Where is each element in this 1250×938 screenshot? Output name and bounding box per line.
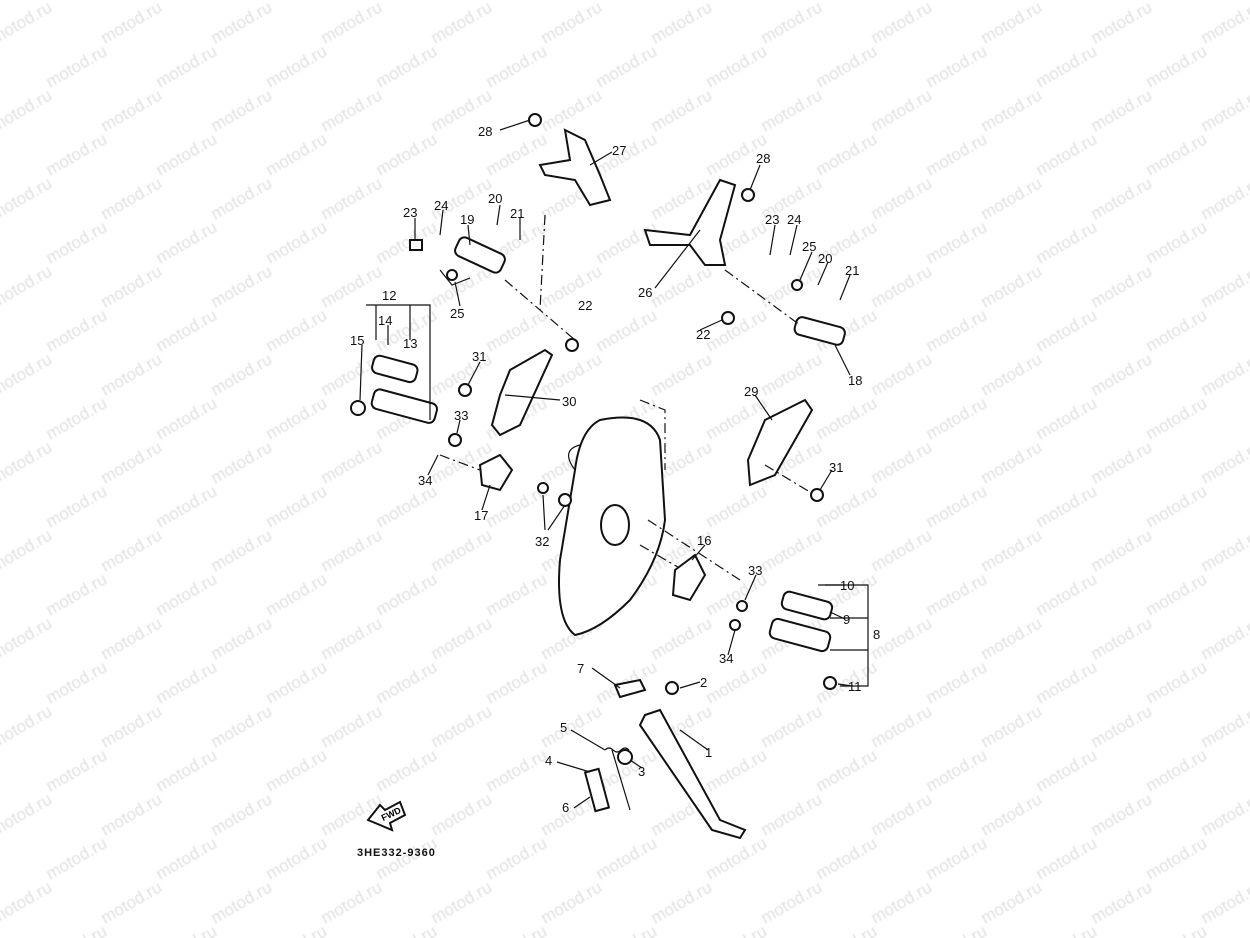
footrest-9 xyxy=(780,590,834,621)
callout-23b: 23 xyxy=(765,212,779,227)
callout-29: 29 xyxy=(744,384,758,399)
callout-34b: 34 xyxy=(719,651,733,666)
fwd-arrow-icon: FWD xyxy=(366,800,407,832)
callout-7: 7 xyxy=(577,661,584,676)
frame-hole xyxy=(600,504,630,546)
footrest-19 xyxy=(454,236,506,274)
bracket-17 xyxy=(478,453,514,492)
callout-1: 1 xyxy=(705,745,712,760)
callout-13: 13 xyxy=(403,336,417,351)
callout-21: 21 xyxy=(510,206,524,221)
callout-22b: 22 xyxy=(696,327,710,342)
footrest-12 xyxy=(370,388,438,424)
callout-33: 33 xyxy=(454,408,468,423)
callout-8: 8 xyxy=(873,627,880,642)
callout-16: 16 xyxy=(697,533,711,548)
callout-28: 28 xyxy=(478,124,492,139)
callout-21b: 21 xyxy=(845,263,859,278)
callout-24: 24 xyxy=(434,198,448,213)
callout-20: 20 xyxy=(488,191,502,206)
callout-15: 15 xyxy=(350,333,364,348)
callout-12: 12 xyxy=(382,288,396,303)
callout-32: 32 xyxy=(535,534,549,549)
callout-22: 22 xyxy=(578,298,592,313)
diagram-code: 3HE332-9360 xyxy=(357,847,436,859)
callout-27: 27 xyxy=(612,143,626,158)
callout-19: 19 xyxy=(460,212,474,227)
callout-25b: 25 xyxy=(802,239,816,254)
callout-28b: 28 xyxy=(756,151,770,166)
callout-24b: 24 xyxy=(787,212,801,227)
callout-2: 2 xyxy=(700,675,707,690)
callout-31b: 31 xyxy=(829,460,843,475)
callout-30: 30 xyxy=(562,394,576,409)
callout-33b: 33 xyxy=(748,563,762,578)
callout-4: 4 xyxy=(545,753,552,768)
spring-6 xyxy=(583,767,611,813)
callout-10: 10 xyxy=(840,578,854,593)
heel-guard-30 xyxy=(490,348,554,437)
footrest-13 xyxy=(371,354,419,384)
bracket-27 xyxy=(538,128,612,207)
callout-17: 17 xyxy=(474,508,488,523)
bracket-26 xyxy=(643,178,737,266)
spring-5 xyxy=(604,747,631,811)
footrest-8 xyxy=(768,617,832,653)
callout-20b: 20 xyxy=(818,251,832,266)
callout-labels: 28 27 20 21 23 24 19 25 22 12 14 15 13 3… xyxy=(350,124,880,815)
callout-6: 6 xyxy=(562,800,569,815)
callout-5: 5 xyxy=(560,720,567,735)
callout-9: 9 xyxy=(843,612,850,627)
callout-25: 25 xyxy=(450,306,464,321)
plate-7 xyxy=(613,678,647,699)
callout-34: 34 xyxy=(418,473,432,488)
bracket-16 xyxy=(671,553,707,602)
callout-11: 11 xyxy=(848,679,862,694)
footrest-18 xyxy=(793,316,846,346)
callout-23: 23 xyxy=(403,205,417,220)
heel-guard-29 xyxy=(746,398,814,487)
callout-31: 31 xyxy=(472,349,486,364)
callout-14: 14 xyxy=(378,313,392,328)
callout-3: 3 xyxy=(638,764,645,779)
callout-18: 18 xyxy=(848,373,862,388)
side-stand-1 xyxy=(638,708,747,840)
callout-26: 26 xyxy=(638,285,652,300)
